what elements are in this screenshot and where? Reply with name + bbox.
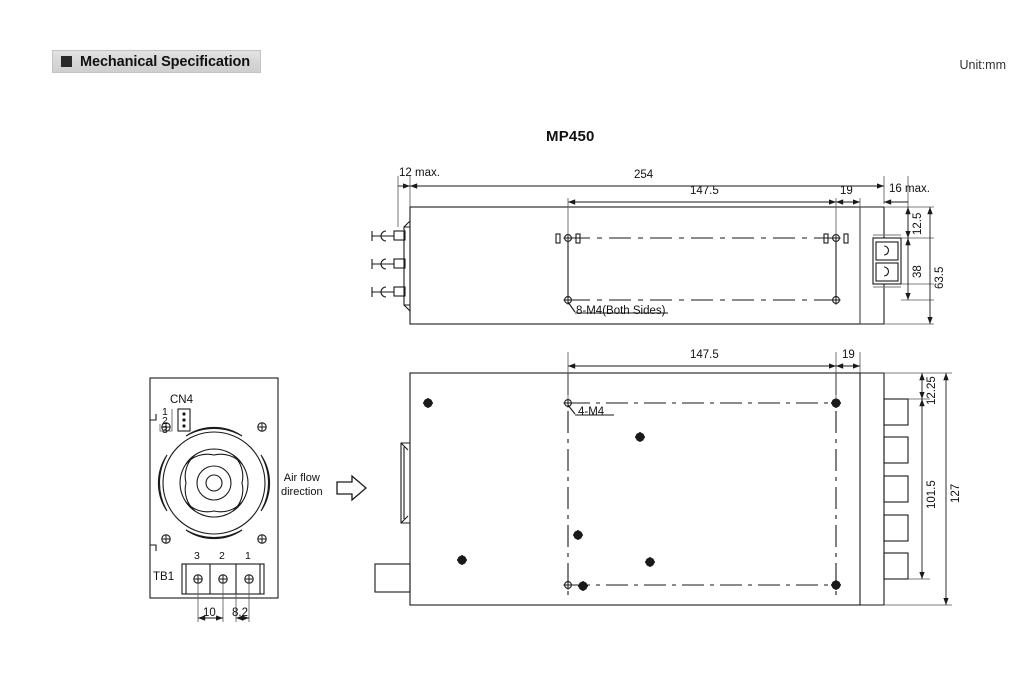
filled-square-icon bbox=[61, 56, 72, 67]
model-title: MP450 bbox=[546, 128, 595, 145]
section-header: Mechanical Specification bbox=[52, 50, 262, 73]
tb1-pin-1: 1 bbox=[245, 550, 251, 562]
tb1-pin-3: 3 bbox=[194, 550, 200, 562]
tb1-pin-2: 2 bbox=[219, 550, 225, 562]
dim-overall-height: 63.5 bbox=[934, 266, 946, 289]
dim-overall-width: 127 bbox=[950, 483, 962, 503]
unit-note: Unit:mm bbox=[959, 58, 1006, 72]
dim-right-hole-offset-top: 19 bbox=[840, 185, 853, 197]
callout-8-m4: 8-M4(Both Sides) bbox=[576, 305, 666, 317]
dim-tb1-pitch-8-2: 8.2 bbox=[232, 607, 248, 619]
cn4-label: CN4 bbox=[170, 394, 194, 406]
cn4-pin-2: 2 bbox=[162, 415, 168, 427]
dim-top-offset: 12.5 bbox=[912, 212, 924, 235]
tb1-label: TB1 bbox=[153, 571, 175, 583]
callout-4-m4: 4-M4 bbox=[578, 406, 605, 418]
airflow-label: Air flow direction bbox=[281, 472, 323, 500]
airflow-line-2: direction bbox=[281, 485, 323, 498]
dim-mounting-span-bottom: 147.5 bbox=[690, 349, 719, 361]
dim-right-overhang: 16 max. bbox=[889, 183, 930, 195]
airflow-line-1: Air flow bbox=[283, 472, 320, 484]
dim-tb1-pitch-10: 10 bbox=[203, 607, 216, 619]
dim-mounting-height: 101.5 bbox=[926, 480, 938, 509]
cn4-pin-1: 1 bbox=[162, 406, 168, 418]
dim-left-overhang: 12 max. bbox=[399, 167, 440, 179]
dim-mounting-span-top: 147.5 bbox=[690, 185, 719, 197]
dim-overall-length: 254 bbox=[634, 169, 654, 181]
dim-terminal-height: 38 bbox=[912, 265, 924, 278]
dim-bottom-top-offset: 12.25 bbox=[926, 376, 938, 405]
dim-right-hole-offset-bottom: 19 bbox=[842, 349, 855, 361]
cn4-pin-3: 3 bbox=[162, 424, 168, 436]
page-title: Mechanical Specification bbox=[80, 53, 251, 70]
